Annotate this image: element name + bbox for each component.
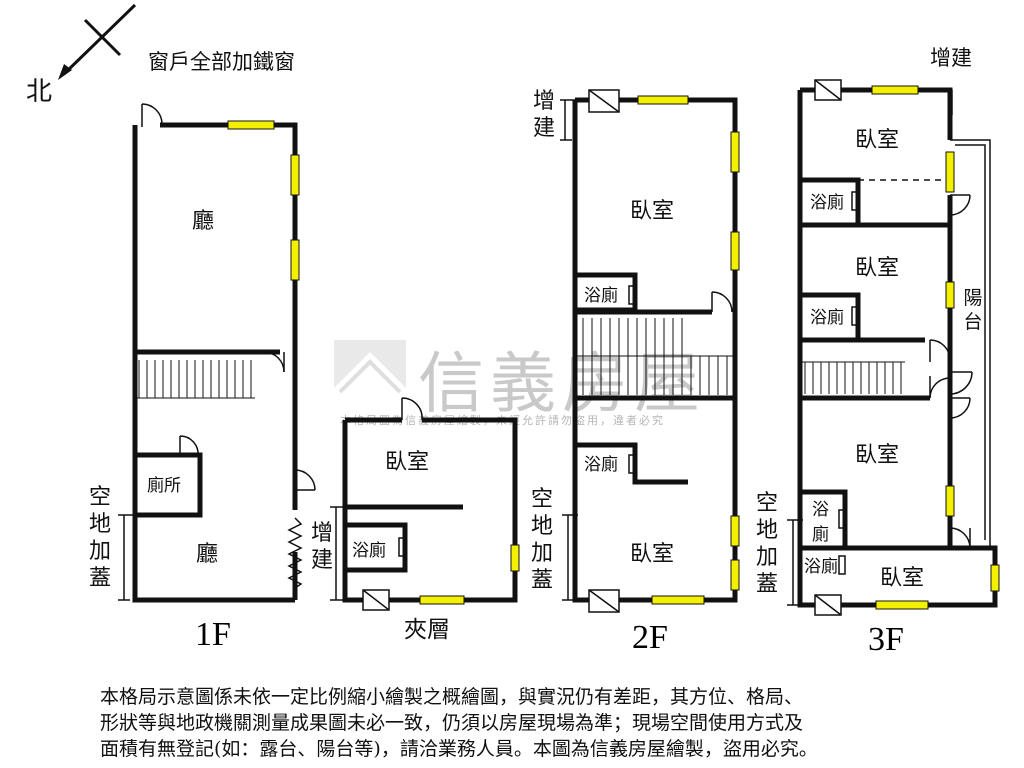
floor-mezz-plan: 臥室 浴廁 夾層 (330, 397, 520, 643)
floor-label-mezz: 夾層 (404, 617, 450, 643)
room-3f-bedroom-2: 臥室 (855, 256, 899, 281)
balcony-label: 陽台 (963, 287, 983, 333)
floor-1f-walls (132, 122, 298, 603)
door-icon (179, 351, 316, 491)
dimension-bracket-icon (118, 514, 140, 601)
window-note: 窗戶全部加鐵窗 (148, 50, 295, 74)
floor-3f-plan: 臥室 浴廁 臥室 浴廁 臥室 浴 廁 浴廁 臥室 3F (787, 79, 1000, 658)
room-2f-bedroom-top: 臥室 (630, 199, 674, 224)
floor-label-2f: 2F (632, 619, 668, 656)
room-mezz-bedroom: 臥室 (385, 450, 429, 475)
window-icon (871, 85, 1000, 610)
disclaimer: 本格局示意圖係未依一定比例縮小繪製之概繪圖，與實況仍有差距，其方位、格局、 形狀… (100, 684, 960, 762)
air-conditioner-icon (588, 89, 620, 613)
room-mezz-bath: 浴廁 (352, 540, 386, 561)
room-3f-bath-4: 浴廁 (804, 556, 838, 577)
room-2f-bath-2: 浴廁 (584, 454, 618, 475)
room-3f-bath-2: 浴廁 (810, 307, 844, 328)
room-3f-bath-3b: 廁 (812, 524, 829, 545)
room-hall-upper: 廳 (192, 209, 214, 234)
top-label-3f: 增建 (930, 46, 972, 70)
air-conditioner-icon (362, 589, 390, 611)
door-icon (838, 191, 973, 575)
dimension-bracket-icon (330, 506, 346, 601)
dimension-bracket-icon (560, 99, 578, 601)
partition-icon (287, 517, 303, 589)
floor-1f-plan: 廳 廁所 廳 1F (118, 103, 316, 653)
room-toilet: 廁所 (147, 475, 181, 496)
window-icon (227, 120, 300, 281)
room-3f-bedroom-1: 臥室 (855, 128, 899, 153)
floor-label-1f: 1F (195, 616, 231, 653)
room-hall-lower: 廳 (196, 542, 218, 567)
floor-plan: 北 (26, 3, 1000, 658)
north-label: 北 (26, 77, 52, 107)
watermark-logo-icon (334, 340, 406, 400)
disclaimer-line-2: 形狀等與地政機關測量成果圖未必一致，仍須以房屋現場為準；現場空間使用方式及 (100, 712, 804, 734)
staircase-icon (800, 361, 905, 394)
floor-2f-plan: 臥室 浴廁 浴廁 臥室 2F (560, 89, 740, 656)
air-conditioner-icon (814, 79, 842, 616)
disclaimer-line-3: 面積有無登記(如：露台、陽台等)，請洽業務人員。本圖為信義房屋繪製，盜用必究。 (100, 738, 818, 760)
door-icon (398, 397, 423, 557)
side-label-3f: 空地加蓋 (755, 491, 778, 597)
disclaimer-line-1: 本格局示意圖係未依一定比例縮小繪製之概繪圖，與實況仍有差距，其方位、格局、 (100, 686, 804, 708)
floor-label-3f: 3F (868, 621, 904, 658)
room-2f-bath-1: 浴廁 (584, 285, 618, 306)
staircase-icon (135, 360, 255, 399)
door-icon (141, 103, 163, 127)
top-label-2f: 增建 (532, 89, 555, 141)
room-3f-bath-1: 浴廁 (810, 192, 844, 213)
watermark-brand: 信義房屋 (418, 345, 706, 422)
window-icon (637, 95, 740, 605)
room-3f-bedroom-3: 臥室 (855, 443, 899, 468)
staircase-icon (575, 318, 735, 395)
side-label-2f: 空地加蓋 (530, 487, 553, 593)
room-3f-bath-3a: 浴 (812, 500, 829, 520)
room-3f-bedroom-4: 臥室 (880, 566, 924, 591)
balcony-railing (950, 139, 991, 548)
room-2f-bedroom-bottom: 臥室 (630, 542, 674, 567)
door-icon (628, 285, 733, 474)
side-label-1f: 空地加蓋 (88, 485, 111, 591)
compass-icon (58, 3, 137, 80)
dimension-bracket-icon (787, 90, 953, 606)
window-icon (419, 544, 520, 605)
side-label-mezz: 增建 (310, 521, 333, 573)
